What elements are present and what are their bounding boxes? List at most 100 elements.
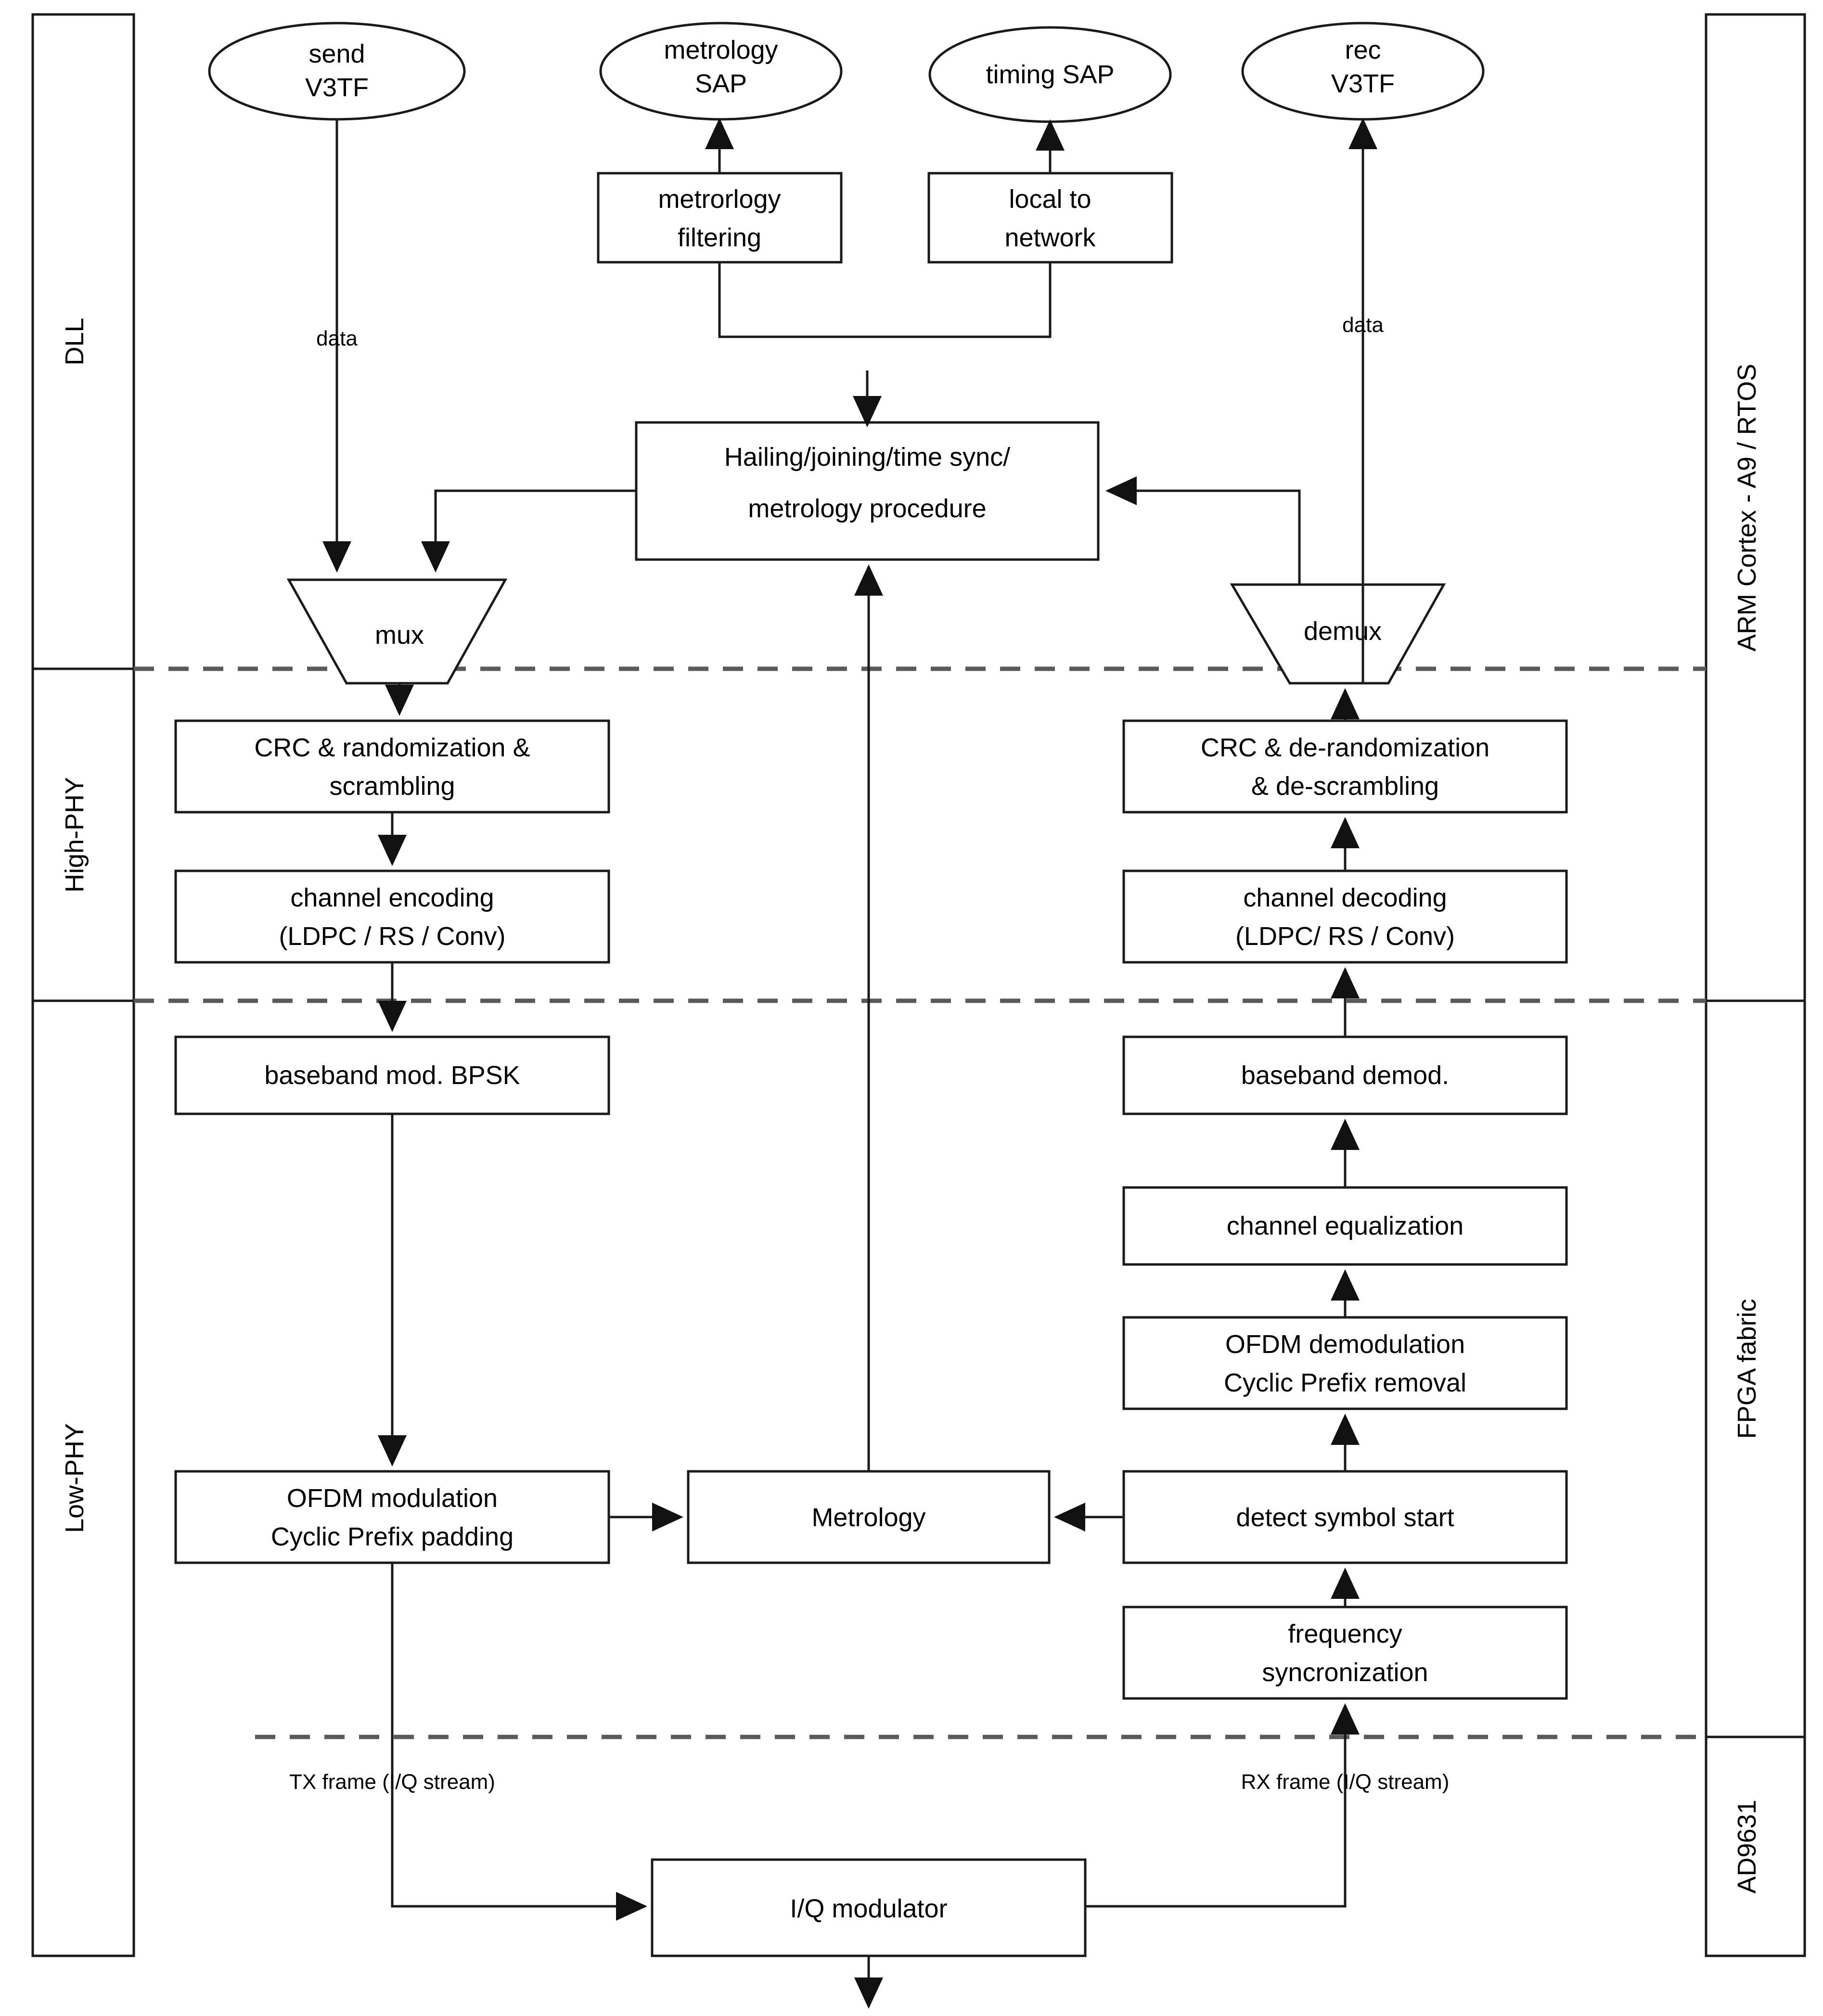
endpoint-timing-sap: timing SAP xyxy=(928,26,1172,123)
block-metrology: Metrology xyxy=(687,1470,1051,1564)
right-lane-column: ARM Cortex - A9 / RTOS FPGA fabric AD963… xyxy=(1705,13,1806,1957)
endpoint-rec-v3tf: rec V3TF xyxy=(1241,22,1485,121)
lane-arm-cortex xyxy=(1705,13,1806,1002)
send-v3tf-label-line2: V3TF xyxy=(305,73,369,102)
local-to-network-line1: local to xyxy=(1009,185,1091,214)
rec-v3tf-label-line1: rec xyxy=(1345,36,1381,64)
timing-sap-label: timing SAP xyxy=(986,60,1114,89)
hailing-procedure-line2: metrology procedure xyxy=(748,494,986,523)
channel-encoding-box xyxy=(174,869,610,964)
block-baseband-mod: baseband mod. BPSK xyxy=(174,1035,610,1115)
baseband-demod-box xyxy=(1122,1035,1568,1115)
crc-randomization-line1: CRC & randomization & xyxy=(254,733,530,762)
metrorlogy-filtering-box xyxy=(597,172,843,264)
block-detect-symbol-start: detect symbol start xyxy=(1122,1470,1568,1564)
ofdm-modulation-line2: Cyclic Prefix padding xyxy=(271,1522,514,1551)
local-to-network-box xyxy=(927,172,1173,264)
send-v3tf-ellipse xyxy=(208,22,466,121)
frequency-sync-line1: frequency xyxy=(1288,1620,1402,1648)
ofdm-demodulation-box xyxy=(1122,1316,1568,1410)
block-crc-randomization: CRC & randomization & scrambling xyxy=(174,719,610,814)
lane-dll-label: DLL xyxy=(60,318,89,365)
lane-fpga-fabric xyxy=(1705,999,1806,1738)
lane-dll xyxy=(31,13,135,670)
baseband-mod-box xyxy=(174,1035,610,1115)
local-to-network-line2: network xyxy=(1004,223,1096,252)
ofdm-demodulation-line1: OFDM demodulation xyxy=(1225,1330,1465,1359)
edge-label-tx-data: data xyxy=(316,327,358,350)
lane-low-phy-label: Low-PHY xyxy=(60,1423,89,1533)
edge-label-rx-frame: RX frame (I/Q stream) xyxy=(1241,1770,1450,1794)
mux-trapezoid xyxy=(286,578,508,685)
metrorlogy-filtering-line1: metrorlogy xyxy=(658,185,781,214)
mux-label: mux xyxy=(375,621,424,650)
crc-randomization-box xyxy=(174,719,610,814)
metrology-sap-label-line1: metrology xyxy=(664,36,778,64)
channel-encoding-line1: channel encoding xyxy=(290,883,494,912)
edge-label-tx-frame: TX frame (I/Q stream) xyxy=(289,1770,495,1794)
lane-ad9631-label: AD9631 xyxy=(1733,1799,1761,1893)
detect-symbol-start-label: detect symbol start xyxy=(1236,1503,1454,1532)
crc-derandomization-line1: CRC & de-randomization xyxy=(1201,733,1489,762)
detect-symbol-start-box xyxy=(1122,1470,1568,1564)
hailing-procedure-line1: Hailing/joining/time sync/ xyxy=(724,443,1010,472)
lane-low-phy xyxy=(31,999,135,1957)
block-local-to-network: local to network xyxy=(927,172,1173,264)
block-ofdm-modulation: OFDM modulation Cyclic Prefix padding xyxy=(174,1470,610,1564)
connectors: data data TX frame (I/Q stream) xyxy=(289,118,1450,2009)
demux-label: demux xyxy=(1304,617,1382,646)
lane-ad9631 xyxy=(1705,1735,1806,1957)
lane-high-phy xyxy=(31,667,135,1002)
lane-arm-cortex-label: ARM Cortex - A9 / RTOS xyxy=(1733,364,1761,651)
ofdm-modulation-line1: OFDM modulation xyxy=(287,1484,498,1513)
block-hailing-procedure: Hailing/joining/time sync/ metrology pro… xyxy=(635,421,1100,561)
channel-equalization-label: channel equalization xyxy=(1227,1212,1464,1240)
block-baseband-demod: baseband demod. xyxy=(1122,1035,1568,1115)
block-iq-modulator: I/Q modulator xyxy=(651,1858,1087,1957)
block-mux: mux xyxy=(286,578,508,685)
frequency-sync-box xyxy=(1122,1606,1568,1700)
block-demux: demux xyxy=(1230,583,1446,685)
hailing-procedure-box xyxy=(635,421,1100,561)
metrorlogy-filtering-line2: filtering xyxy=(678,223,761,252)
lane-high-phy-label: High-PHY xyxy=(60,777,89,893)
endpoint-metrology-sap: metrology SAP xyxy=(599,22,843,121)
rec-v3tf-label-line2: V3TF xyxy=(1331,69,1395,98)
edge-hailing-to-mux xyxy=(421,489,636,573)
edge-ofdm-modulation-to-iq-modulator xyxy=(391,1563,647,1921)
baseband-mod-label: baseband mod. BPSK xyxy=(264,1061,520,1090)
baseband-demod-label: baseband demod. xyxy=(1241,1061,1449,1090)
crc-derandomization-box xyxy=(1122,719,1568,814)
iq-modulator-box xyxy=(651,1858,1087,1957)
edge-fanout-bus xyxy=(718,262,1052,338)
crc-randomization-line2: scrambling xyxy=(329,772,455,801)
iq-modulator-label: I/Q modulator xyxy=(790,1894,947,1923)
demux-trapezoid xyxy=(1230,583,1446,685)
channel-decoding-line2: (LDPC/ RS / Conv) xyxy=(1235,922,1455,951)
block-metrorlogy-filtering: metrorlogy filtering xyxy=(597,172,843,264)
edge-label-rx-data: data xyxy=(1342,313,1384,337)
edge-iq-modulator-to-frequency-sync xyxy=(1085,1703,1360,1908)
crc-derandomization-line2: & de-scrambling xyxy=(1251,772,1439,801)
block-channel-encoding: channel encoding (LDPC / RS / Conv) xyxy=(174,869,610,964)
frequency-sync-line2: syncronization xyxy=(1262,1658,1428,1687)
metrology-box xyxy=(687,1470,1051,1564)
channel-decoding-box xyxy=(1122,869,1568,964)
endpoint-send-v3tf: send V3TF xyxy=(208,22,466,121)
left-lane-column: DLL High-PHY Low-PHY xyxy=(31,13,135,1957)
metrology-sap-label-line2: SAP xyxy=(695,69,747,98)
block-crc-derandomization: CRC & de-randomization & de-scrambling xyxy=(1122,719,1568,814)
send-v3tf-label-line1: send xyxy=(308,39,365,68)
block-channel-equalization: channel equalization xyxy=(1122,1186,1568,1266)
ofdm-demodulation-line2: Cyclic Prefix removal xyxy=(1224,1368,1466,1397)
channel-encoding-line2: (LDPC / RS / Conv) xyxy=(279,922,505,951)
channel-equalization-box xyxy=(1122,1186,1568,1266)
block-ofdm-demodulation: OFDM demodulation Cyclic Prefix removal xyxy=(1122,1316,1568,1410)
block-frequency-sync: frequency syncronization xyxy=(1122,1606,1568,1700)
lane-fpga-fabric-label: FPGA fabric xyxy=(1733,1299,1761,1439)
channel-decoding-line1: channel decoding xyxy=(1243,883,1447,912)
edge-demux-to-hailing xyxy=(1105,476,1301,585)
metrology-label: Metrology xyxy=(811,1503,925,1532)
